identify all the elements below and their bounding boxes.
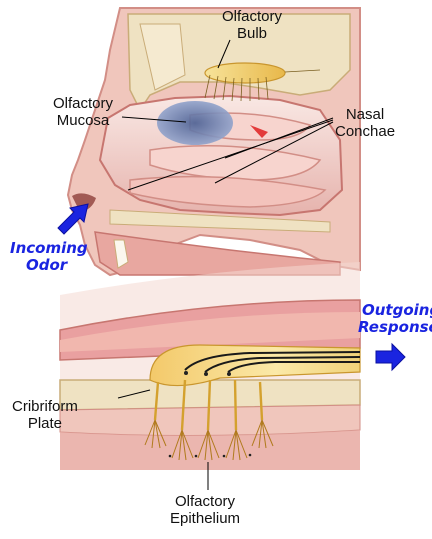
label-olfactory-mucosa-line1: Olfactory [53, 95, 113, 112]
label-olfactory-mucosa-line2: Mucosa [53, 112, 113, 129]
label-outgoing-response: Outgoing Response [358, 302, 432, 336]
label-incoming-odor-line1: Incoming [10, 240, 88, 257]
olfactory-mucosa-region [157, 101, 233, 145]
head-cross-section [68, 8, 360, 275]
label-incoming-odor: Incoming Odor [10, 240, 88, 274]
label-olfactory-mucosa: Olfactory Mucosa [53, 95, 113, 129]
label-cribriform-plate: Cribriform Plate [12, 398, 78, 432]
label-nasal-conchae-line2: Conchae [335, 123, 395, 140]
label-olfactory-bulb: Olfactory Bulb [222, 8, 282, 42]
label-olfactory-epithelium-line2: Epithelium [170, 510, 240, 527]
label-incoming-odor-line2: Odor [10, 257, 88, 274]
epithelium-detail [60, 262, 360, 470]
label-cribriform-plate-line1: Cribriform [12, 398, 78, 415]
label-outgoing-response-line2: Response [358, 319, 432, 336]
label-olfactory-epithelium: Olfactory Epithelium [170, 493, 240, 527]
label-olfactory-epithelium-line1: Olfactory [170, 493, 240, 510]
label-outgoing-response-line1: Outgoing [358, 302, 432, 319]
outgoing-arrow-icon [376, 344, 405, 370]
label-olfactory-bulb-line1: Olfactory [222, 8, 282, 25]
label-cribriform-plate-line2: Plate [12, 415, 78, 432]
label-nasal-conchae-line1: Nasal [335, 106, 395, 123]
label-nasal-conchae: Nasal Conchae [335, 106, 395, 140]
label-olfactory-bulb-line2: Bulb [222, 25, 282, 42]
